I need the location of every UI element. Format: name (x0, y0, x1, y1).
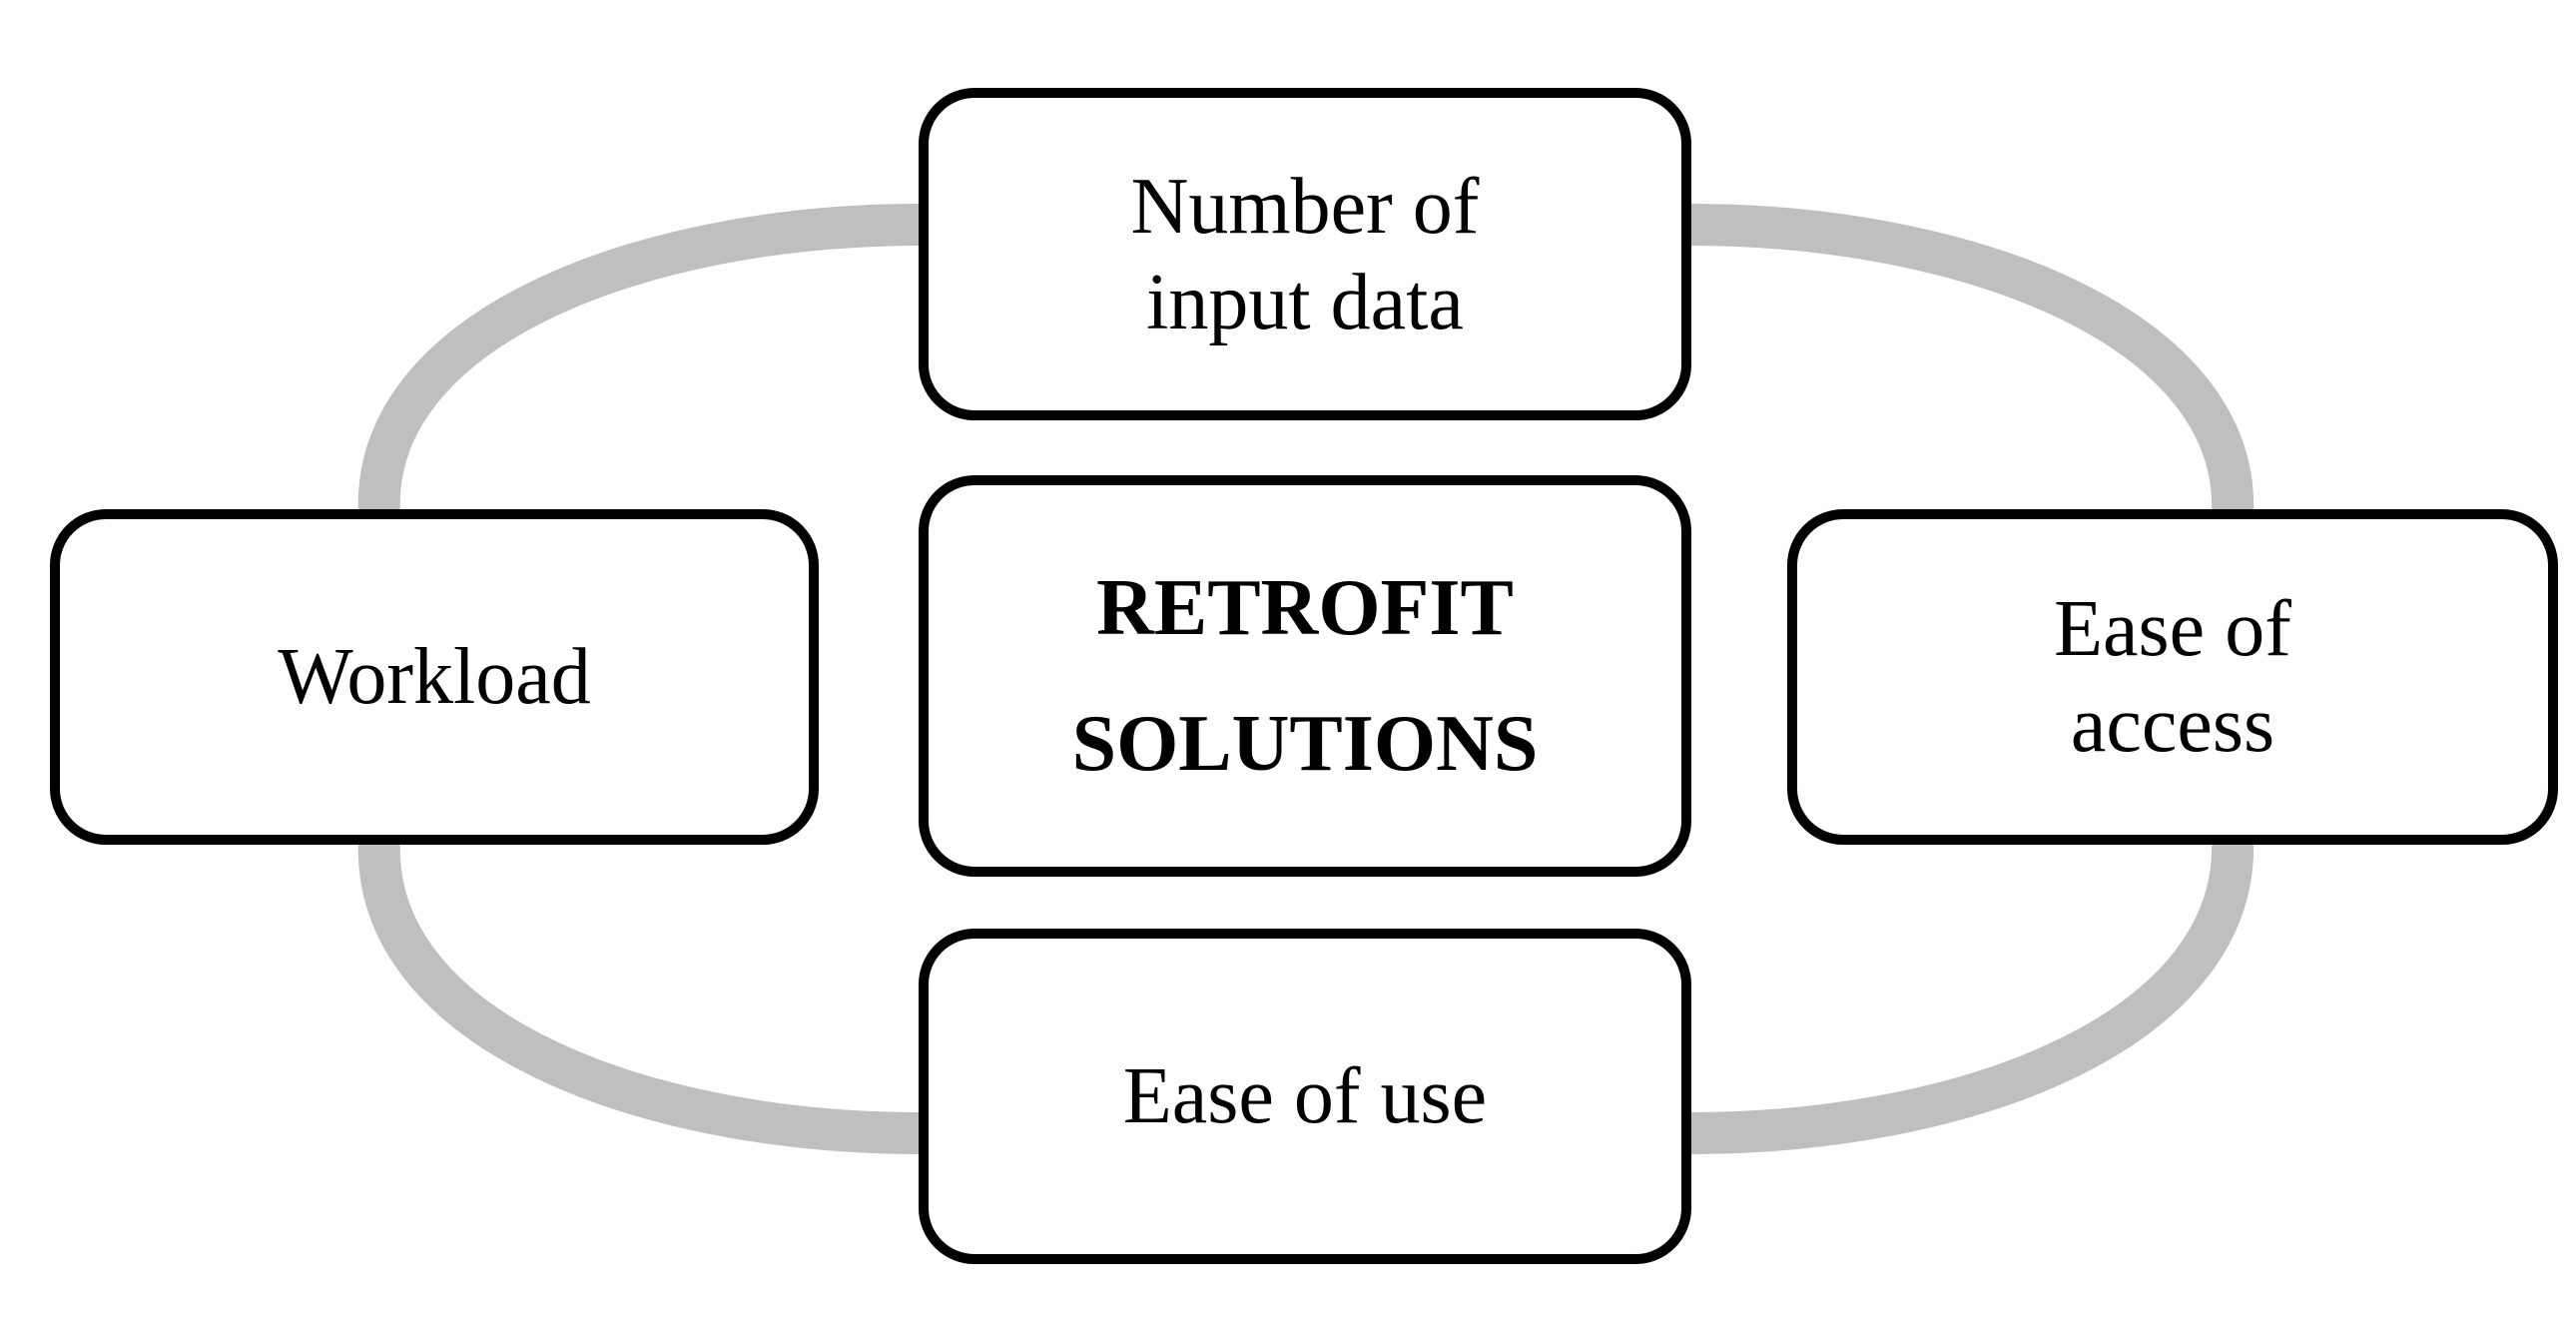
connector-bottom-left (357, 837, 922, 1154)
node-ease-of-use: Ease of use (919, 929, 1691, 1264)
node-top-label-line2: input data (1146, 258, 1464, 346)
connector-top-right (1688, 204, 2254, 515)
node-top-label-line1: Number of (1130, 162, 1480, 251)
node-ease-of-access: Ease of access (1787, 509, 2558, 845)
connector-top-left (357, 204, 922, 516)
center-label-line1: RETROFIT (1096, 564, 1514, 652)
center-label-line2: SOLUTIONS (1071, 700, 1539, 788)
node-workload: Workload (50, 509, 819, 845)
node-bottom-label: Ease of use (1122, 1052, 1488, 1140)
node-retrofit-solutions: RETROFIT SOLUTIONS (919, 475, 1691, 877)
node-right-label-line1: Ease of (2054, 585, 2291, 673)
node-right-label-line2: access (2070, 681, 2275, 769)
node-left-label: Workload (278, 633, 591, 721)
connector-bottom-right (1688, 838, 2254, 1154)
node-number-of-input-data: Number of input data (919, 88, 1691, 420)
